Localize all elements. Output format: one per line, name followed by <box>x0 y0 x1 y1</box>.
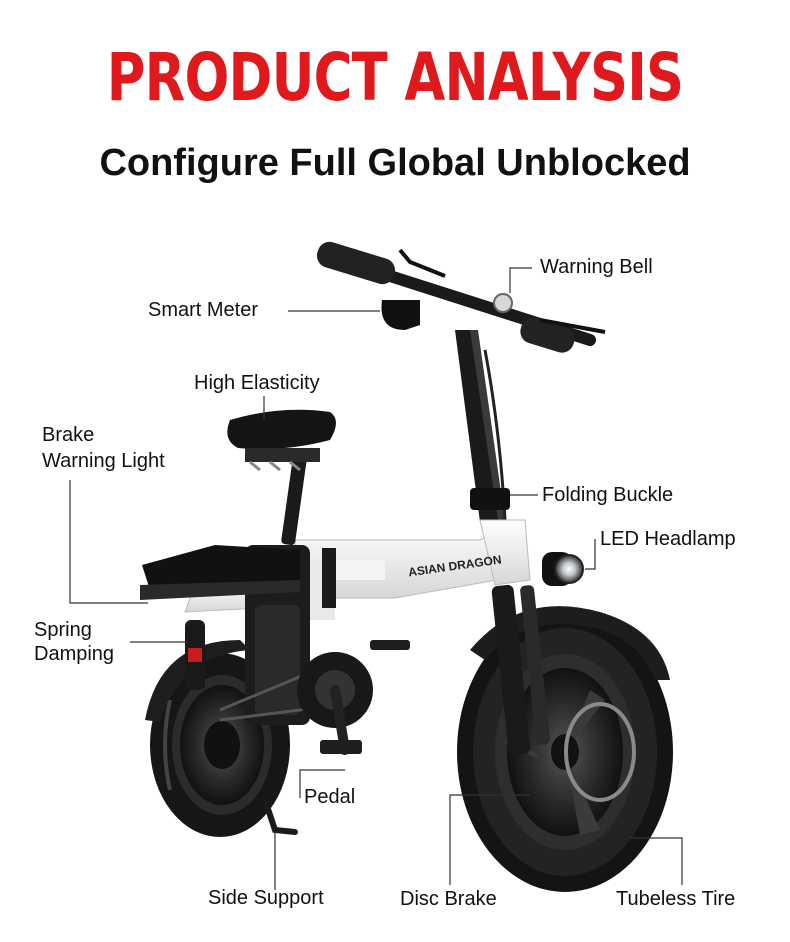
label-brake-warning-light-line2: Warning Light <box>42 450 165 472</box>
handlebar <box>316 241 606 353</box>
label-high-elasticity: High Elasticity <box>194 372 320 394</box>
label-tubeless-tire: Tubeless Tire <box>616 888 736 910</box>
label-disc-brake: Disc Brake <box>400 888 497 910</box>
front-fork <box>491 584 550 756</box>
bell <box>493 293 513 313</box>
kickstand <box>262 797 298 835</box>
rear-shock <box>185 620 205 690</box>
label-pedal: Pedal <box>304 786 356 808</box>
smart-meter <box>381 300 420 330</box>
label-folding-buckle: Folding Buckle <box>542 484 674 506</box>
label-brake-warning-light-line1: Brake <box>42 424 95 446</box>
page-subtitle: Configure Full Global Unblocked <box>99 142 691 184</box>
label-led-headlamp: LED Headlamp <box>600 528 736 550</box>
label-smart-meter: Smart Meter <box>148 299 259 321</box>
label-warning-bell: Warning Bell <box>540 256 653 278</box>
label-spring-damping-line2: Damping <box>34 643 115 665</box>
headlamp <box>542 552 584 586</box>
leader-lines <box>69 267 683 890</box>
label-side-support: Side Support <box>208 887 324 909</box>
front-mudguard <box>470 606 670 680</box>
rear-rack <box>140 545 300 600</box>
steering-stem <box>455 330 510 522</box>
drivetrain <box>219 640 410 755</box>
seat <box>227 409 336 546</box>
page-title: PRODUCT ANALYSIS <box>106 39 684 116</box>
label-spring-damping-line1: Spring <box>34 619 92 641</box>
